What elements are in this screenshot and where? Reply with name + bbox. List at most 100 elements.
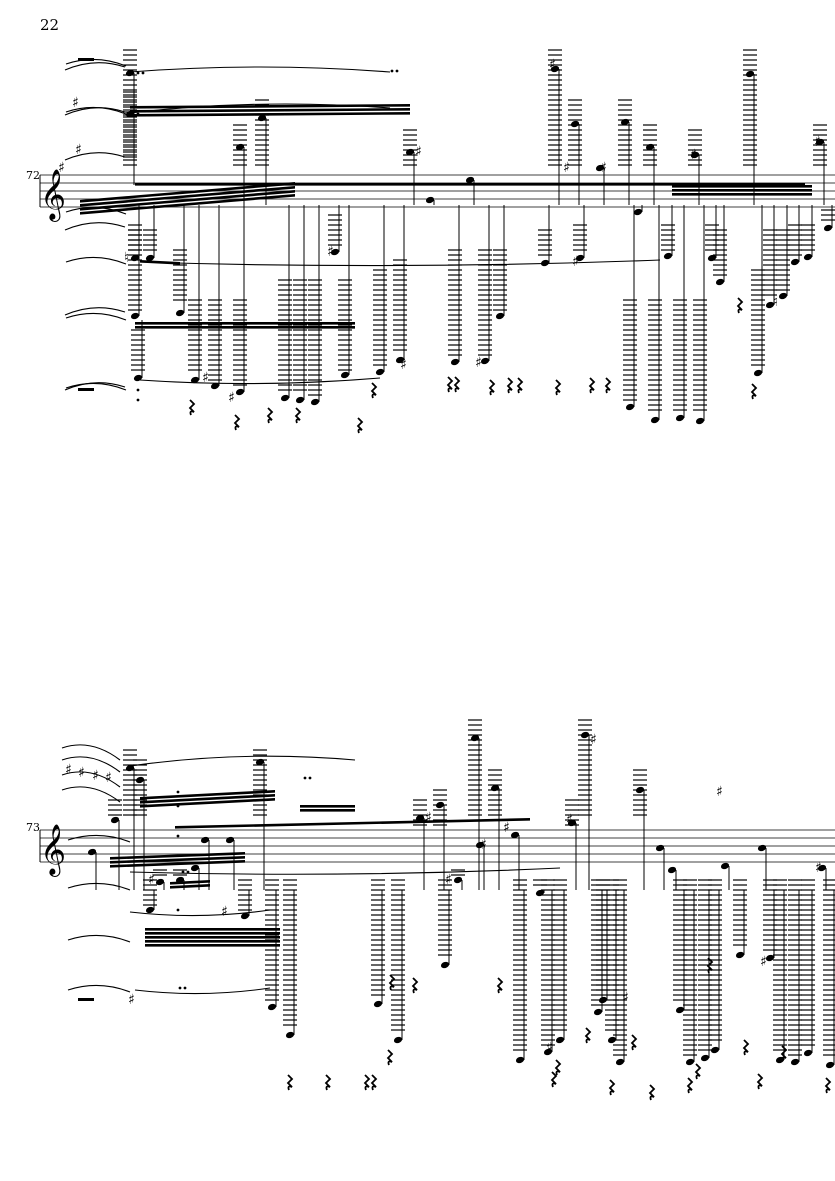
quarter-rest-icon [630,1034,638,1051]
sharp-icon: ♯ [600,160,607,176]
sharp-icon: ♯ [716,784,723,800]
notehead [700,1054,710,1062]
sharp-icon: ♯ [622,990,629,1006]
system-72: 𝄞♯♯♯♮♯♯♯♯♯♯♯♯♯♯♯♯♮ [39,49,835,434]
sharp-icon: ♯ [58,160,65,176]
quarter-rest-icon [742,1039,750,1056]
quarter-rest-icon [516,377,524,394]
dot [176,834,180,838]
quarter-rest-icon [554,379,562,396]
beam [135,183,805,186]
notehead [803,253,813,261]
beam [140,794,275,804]
beam [672,189,812,192]
beam [80,194,295,215]
beam [130,108,410,113]
notehead [745,70,755,78]
tie [129,909,271,917]
dot [176,908,180,912]
notehead [200,836,210,844]
quarter-rest-icon [694,1063,702,1080]
measure-number-72: 72 [26,169,40,182]
dot [176,804,180,808]
tie [64,152,126,161]
notehead [593,1008,603,1016]
notehead [575,254,585,262]
notehead [765,301,775,309]
notehead [615,1058,625,1066]
notehead [790,1058,800,1066]
notehead [715,278,725,286]
beam [140,798,275,808]
tie [67,882,131,891]
dot [186,870,190,874]
beam [145,932,280,935]
dot [303,776,307,780]
dot [176,790,180,794]
sharp-icon: ♯ [814,134,821,150]
beam [140,790,275,800]
notehead [285,1031,295,1039]
notehead [778,292,788,300]
whole-note-bar [78,998,94,1001]
beam [145,940,280,943]
beam [135,326,355,329]
notehead [235,388,245,396]
tie [139,377,381,385]
notehead [190,864,200,872]
notehead [650,416,660,424]
sharp-icon: ♯ [690,147,697,163]
quarter-rest-icon [363,1074,371,1091]
sharp-icon: ♯ [202,370,209,386]
tie [64,62,126,71]
notehead [395,356,405,364]
quarter-rest-icon [446,376,454,393]
quarter-rest-icon [266,407,274,424]
tie [67,934,131,943]
sharp-icon: ♯ [475,355,482,371]
notehead [295,396,305,404]
notehead [655,844,665,852]
notehead [225,836,235,844]
dot [141,71,145,75]
notehead [753,369,763,377]
dot [136,71,140,75]
notehead [757,844,767,852]
beam [80,182,295,203]
quarter-rest-icon [411,977,419,994]
notehead [663,252,673,260]
notehead [480,357,490,365]
quarter-rest-icon [588,377,596,394]
notehead [267,1003,277,1011]
tie [65,206,127,215]
beam [130,112,410,117]
tie [67,834,131,843]
dot [136,388,140,392]
notehead [465,176,475,184]
quarter-rest-icon [370,382,378,399]
sharp-icon: ♯ [327,244,334,260]
quarter-rest-icon [294,407,302,424]
notehead [373,1000,383,1008]
quarter-rest-icon [488,379,496,396]
quarter-rest-icon [554,1059,562,1076]
sharp-icon: ♯ [815,860,822,876]
sharp-icon: ♯ [400,357,407,373]
sharp-icon: ♯ [92,768,99,784]
sharp-icon: ♯ [480,837,487,853]
sharp-icon: ♯ [546,1040,553,1056]
tie [129,66,391,73]
quarter-rest-icon [584,1027,592,1044]
sharp-icon: ♯ [572,254,579,270]
notehead [685,1058,695,1066]
dot [308,776,312,780]
dot [183,986,187,990]
dot [395,69,399,73]
quarter-rest-icon [750,383,758,400]
notehead [110,816,120,824]
tie [67,984,131,993]
quarter-rest-icon [386,1049,394,1066]
treble-clef-icon: 𝄞 [40,169,66,222]
dot [390,69,394,73]
